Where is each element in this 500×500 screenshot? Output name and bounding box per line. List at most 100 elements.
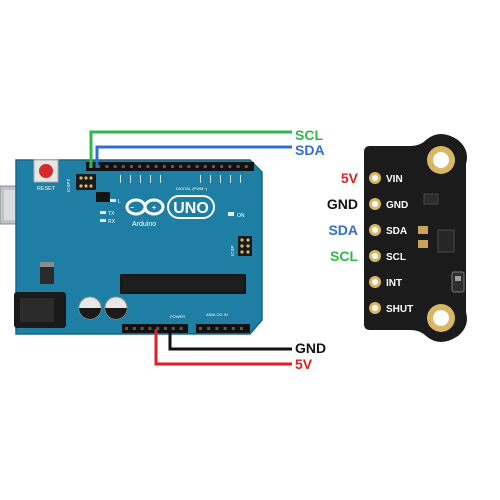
sensor-wire-label: SDA <box>328 222 358 238</box>
digital-pin-hole <box>171 165 174 168</box>
atmega-chip-face <box>122 276 244 292</box>
sensor-pcb <box>364 134 467 342</box>
power-pin-hole <box>132 327 136 330</box>
power-pin-hole <box>171 327 175 330</box>
wire-label-scl: SCL <box>295 127 323 143</box>
power-header <box>122 324 188 333</box>
brand-label: Arduino <box>132 221 156 228</box>
sensor-pin-hole <box>372 279 378 285</box>
led-on-label: ON <box>237 213 245 219</box>
logo-minus-icon: − <box>130 205 134 212</box>
digital-pin-hole <box>244 165 248 168</box>
tof-sensor-module <box>451 271 465 293</box>
digital-pin-hole <box>203 165 207 168</box>
analog-header-label: ANALOG IN <box>206 312 228 317</box>
digital-pin-hole <box>212 165 215 168</box>
digital-pin-hole <box>228 165 232 168</box>
mounting-hole-bottom <box>427 304 455 332</box>
sensor-regulator-chip <box>437 229 455 253</box>
digital-pin-hole <box>220 165 224 168</box>
sensor-pin-hole <box>372 253 378 259</box>
regulator-tab <box>40 262 54 267</box>
wire-sda <box>95 145 292 168</box>
digital-pin-hole <box>187 165 191 168</box>
digital-header <box>86 162 254 171</box>
power-pin-hole <box>164 327 167 330</box>
sensor-pin-row: VIN GND SDA SCL INT SHUT <box>369 172 413 315</box>
voltage-regulator <box>40 266 54 284</box>
sensor-breakout-board: VIN GND SDA SCL INT SHUT <box>364 134 467 342</box>
sensor-wire-label: 5V <box>341 170 359 186</box>
power-pin-hole <box>125 327 128 330</box>
digital-pin-hole <box>121 165 125 168</box>
arduino-uno-board: RESET ICSP2 DIGITAL (PWM~) L TX <box>0 159 263 335</box>
reset-label: RESET <box>37 186 56 192</box>
sensor-pin-hole <box>372 201 378 207</box>
arduino-infinity-logo <box>125 198 165 216</box>
sensor-pin-label: VIN <box>386 174 403 185</box>
pin-number-marks <box>120 175 241 183</box>
power-header-pins <box>125 327 183 330</box>
sensor-capacitor-2 <box>418 240 428 248</box>
wire-scl <box>89 130 292 168</box>
digital-pin-hole <box>113 165 117 168</box>
icsp-label: ICSP <box>230 245 235 256</box>
analog-header-pins <box>199 327 243 330</box>
wire-gnd <box>168 329 292 351</box>
analog-pin-hole <box>207 327 211 330</box>
analog-pin-hole <box>231 327 235 330</box>
reset-button-cap <box>39 164 53 178</box>
led-rx <box>100 219 106 222</box>
digital-pin-hole <box>162 165 166 168</box>
power-pin-hole <box>148 327 152 330</box>
uno-badge <box>167 195 215 219</box>
wire-label-sda: SDA <box>295 142 325 158</box>
digital-pin-hole <box>130 165 133 168</box>
power-header-label: POWER <box>170 314 185 319</box>
digital-pin-hole <box>236 165 240 168</box>
led-rx-label: RX <box>108 219 116 225</box>
digital-pin-hole <box>179 165 183 168</box>
analog-pin-hole <box>223 327 227 330</box>
sensor-wire-label: GND <box>327 196 358 212</box>
sensor-pin-label: GND <box>386 200 408 211</box>
power-pin-hole <box>140 327 144 330</box>
sensor-pin-hole <box>372 175 378 181</box>
sensor-pin-label: INT <box>386 278 402 289</box>
led-tx-label: TX <box>108 211 115 217</box>
led-tx <box>100 211 106 214</box>
model-label: UNO <box>173 200 209 217</box>
led-on <box>228 212 234 216</box>
digital-pin-hole <box>154 165 158 168</box>
power-pin-hole <box>156 327 160 330</box>
wire-label-gnd: GND <box>295 340 326 356</box>
sensor-pin-label: SDA <box>386 226 407 237</box>
analog-pin-hole <box>199 327 202 330</box>
tof-sensor-window <box>455 276 461 281</box>
dc-power-jack-inner <box>20 298 54 322</box>
analog-pin-hole <box>215 327 219 330</box>
sensor-pin-label: SCL <box>386 252 406 263</box>
icsp2-header <box>76 174 96 190</box>
sensor-pin-label: SHUT <box>386 304 413 315</box>
digital-header-label: DIGITAL (PWM~) <box>176 186 208 191</box>
sensor-capacitor-1 <box>418 226 428 234</box>
led-l <box>110 199 116 202</box>
digital-pin-hole <box>97 165 101 168</box>
sensor-pin-hole <box>372 305 378 311</box>
wire-label-5v: 5V <box>295 356 313 372</box>
small-chip <box>96 192 110 202</box>
digital-pin-hole <box>138 165 142 168</box>
analog-pin-hole <box>240 327 243 330</box>
sensor-pin-hole <box>372 227 378 233</box>
mounting-hole-top <box>427 146 455 174</box>
capacitor-right <box>104 296 128 320</box>
sensor-wire-label: SCL <box>330 248 358 264</box>
digital-pin-hole <box>195 165 199 168</box>
icsp2-label: ICSP2 <box>66 178 71 192</box>
wire-5v <box>154 329 292 366</box>
logo-plus-icon: + <box>152 205 156 212</box>
power-pin-hole <box>179 327 183 330</box>
digital-pin-hole <box>146 165 150 168</box>
